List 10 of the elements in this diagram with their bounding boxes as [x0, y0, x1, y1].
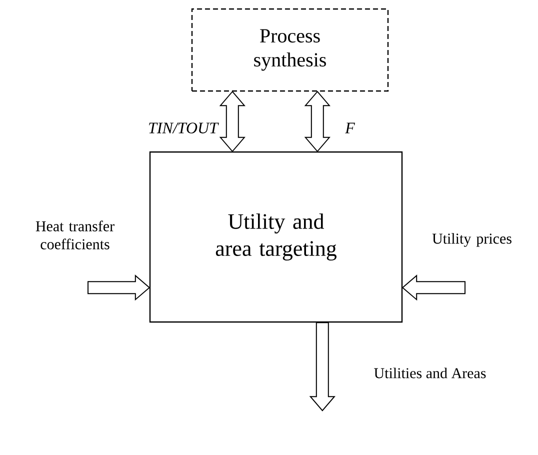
edge-label: F	[345, 122, 356, 134]
edge-label: TIN/TOUT	[149, 122, 219, 134]
process-box: Utility and area targeting	[149, 151, 403, 323]
edge-label: Utilities and Areas	[374, 368, 486, 378]
process-box: Process synthesis	[191, 8, 389, 92]
block-arrow	[88, 274, 150, 301]
input-label: Utility prices	[432, 233, 512, 247]
input-label: Heat transfer coefficients	[36, 220, 114, 250]
block-arrow	[309, 322, 336, 412]
block-arrow	[402, 274, 466, 301]
